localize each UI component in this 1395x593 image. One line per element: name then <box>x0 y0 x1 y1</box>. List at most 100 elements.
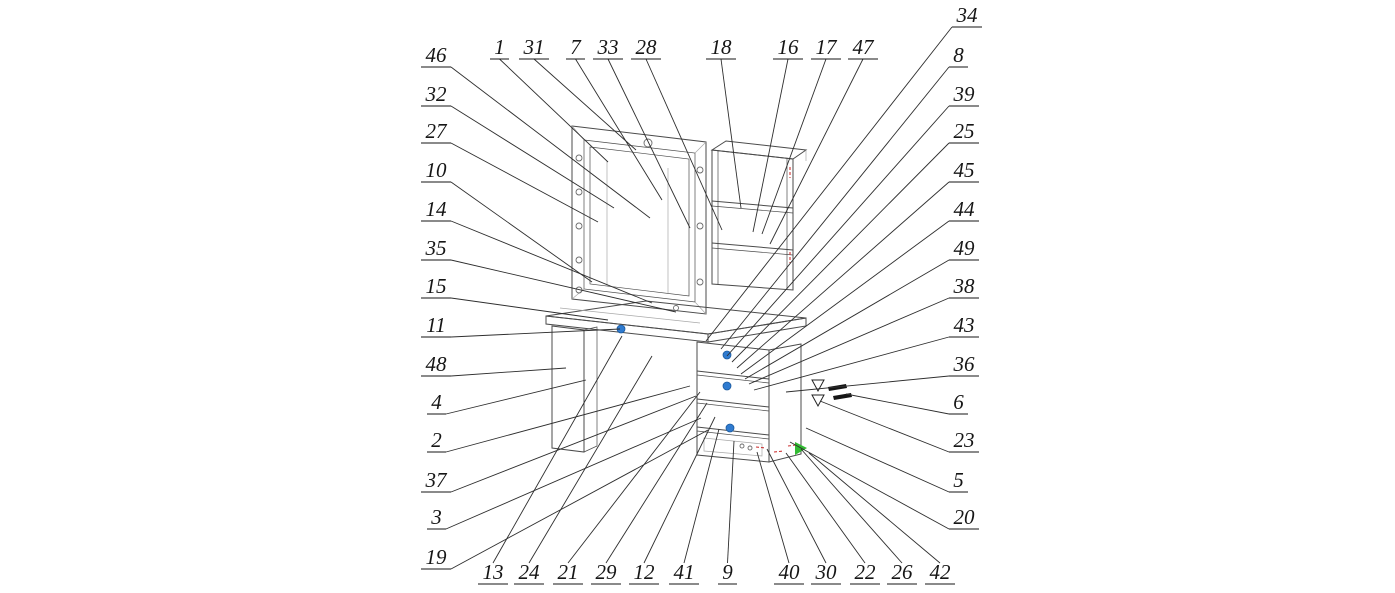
part-label-36: 36 <box>953 352 976 376</box>
leader-line-7 <box>575 58 663 201</box>
leader-line-47 <box>769 58 864 245</box>
part-label-44: 44 <box>954 197 976 221</box>
part-label-8: 8 <box>953 43 964 67</box>
leader-line-12 <box>643 416 716 564</box>
leader-line-1 <box>499 58 609 163</box>
part-label-23: 23 <box>954 428 975 452</box>
part-label-24: 24 <box>519 560 541 584</box>
part-label-7: 7 <box>570 35 582 59</box>
drawer-unit <box>696 341 802 463</box>
leader-line-40 <box>756 451 790 564</box>
leader-line-27 <box>450 142 599 223</box>
leader-line-23 <box>819 400 950 453</box>
part-label-5: 5 <box>953 468 964 492</box>
leader-line-24 <box>528 355 653 564</box>
leader-line-15 <box>450 297 609 321</box>
part-label-18: 18 <box>711 35 733 59</box>
mirror-frame-holes <box>575 138 704 311</box>
part-label-30: 30 <box>815 560 838 584</box>
leader-line-46 <box>450 66 651 219</box>
leader-line-13 <box>492 335 623 564</box>
part-label-11: 11 <box>426 313 445 337</box>
part-label-40: 40 <box>779 560 801 584</box>
leader-line-43 <box>753 336 950 391</box>
leader-line-14 <box>450 220 653 304</box>
leader-line-39 <box>726 105 950 357</box>
part-label-16: 16 <box>778 35 800 59</box>
tabletop <box>545 300 807 343</box>
part-label-12: 12 <box>634 560 656 584</box>
leader-line-44 <box>740 220 950 375</box>
part-label-48: 48 <box>426 352 448 376</box>
leader-line-21 <box>567 391 701 564</box>
leader-line-48 <box>450 367 567 377</box>
part-label-9: 9 <box>722 560 733 584</box>
leader-line-16 <box>752 58 789 233</box>
part-label-3: 3 <box>430 505 442 529</box>
part-label-43: 43 <box>954 313 975 337</box>
leader-line-31 <box>533 58 637 151</box>
leader-line-20 <box>789 441 950 530</box>
left-side-panel <box>551 325 598 453</box>
leader-line-19 <box>450 429 709 570</box>
leader-line-2 <box>445 385 691 453</box>
part-label-31: 31 <box>523 35 545 59</box>
cam-fitting-icon <box>722 350 732 360</box>
shelf-unit <box>710 140 808 291</box>
part-label-21: 21 <box>558 560 579 584</box>
furniture-drawing <box>545 125 852 463</box>
cam-fittings <box>616 324 735 433</box>
part-label-45: 45 <box>954 158 975 182</box>
leader-line-29 <box>605 402 708 564</box>
annotation-symbols <box>795 379 852 455</box>
part-label-35: 35 <box>425 236 447 260</box>
leader-line-30 <box>766 448 827 564</box>
part-label-28: 28 <box>636 35 658 59</box>
leader-line-38 <box>748 297 950 385</box>
leader-line-10 <box>450 181 593 283</box>
leader-line-28 <box>645 58 723 231</box>
leader-line-45 <box>736 181 950 369</box>
leader-line-49 <box>744 259 950 380</box>
leader-line-4 <box>445 379 587 415</box>
leader-line-22 <box>785 452 866 564</box>
leader-line-33 <box>607 58 691 229</box>
part-label-20: 20 <box>954 505 976 529</box>
part-label-39: 39 <box>953 82 976 106</box>
mirror-frame <box>571 125 707 315</box>
part-label-22: 22 <box>855 560 877 584</box>
leader-line-42 <box>808 452 941 564</box>
leader-line-37 <box>450 395 697 493</box>
leader-line-17 <box>761 58 827 235</box>
part-label-42: 42 <box>930 560 952 584</box>
part-label-15: 15 <box>426 274 447 298</box>
part-label-32: 32 <box>425 82 448 106</box>
part-label-29: 29 <box>596 560 618 584</box>
part-label-19: 19 <box>426 545 448 569</box>
leader-line-3 <box>445 417 702 530</box>
leader-line-34 <box>705 26 953 342</box>
part-label-6: 6 <box>953 390 964 414</box>
part-label-38: 38 <box>953 274 976 298</box>
cam-fitting-icon <box>725 423 735 433</box>
leader-line-35 <box>450 259 677 313</box>
part-label-47: 47 <box>853 35 876 59</box>
edge-band-mark-icon <box>828 384 847 391</box>
cam-fitting-icon <box>722 381 732 391</box>
leader-line-11 <box>450 328 621 338</box>
part-label-1: 1 <box>494 35 505 59</box>
edge-band-mark-icon <box>833 393 852 400</box>
part-label-13: 13 <box>483 560 504 584</box>
leader-line-26 <box>800 448 903 564</box>
part-label-10: 10 <box>426 158 448 182</box>
leader-line-36 <box>785 375 950 393</box>
part-label-41: 41 <box>674 560 695 584</box>
leader-line-6 <box>845 393 950 415</box>
part-label-33: 33 <box>597 35 619 59</box>
part-label-49: 49 <box>954 236 976 260</box>
part-label-46: 46 <box>426 43 448 67</box>
part-label-2: 2 <box>431 428 442 452</box>
part-label-17: 17 <box>816 35 839 59</box>
leader-line-25 <box>731 142 950 363</box>
